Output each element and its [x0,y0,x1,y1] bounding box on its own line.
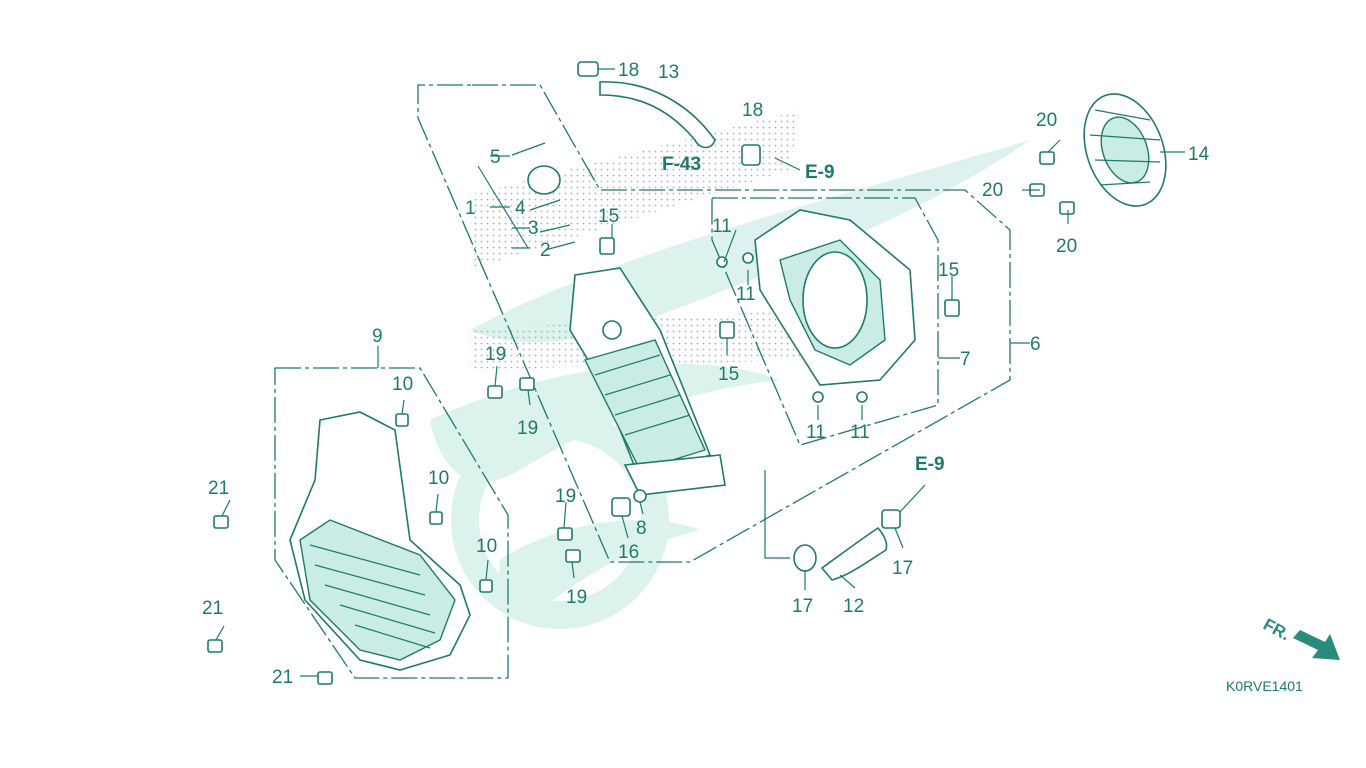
ref-f43: F-43 [662,154,701,175]
callout-11: 11 [850,422,870,443]
callout-20: 20 [1036,110,1057,131]
callout-8: 8 [636,518,647,539]
group-boundaries [274,84,1011,679]
callout-18: 18 [742,100,763,121]
callout-19: 19 [555,486,576,507]
callout-13: 13 [658,62,679,83]
callout-15: 15 [938,260,959,281]
callout-10: 10 [476,536,497,557]
callout-21: 21 [272,667,293,688]
leader-lines [215,68,1185,677]
callout-19: 19 [566,587,587,608]
callout-6: 6 [1030,334,1041,355]
callout-19: 19 [517,418,538,439]
callout-11: 11 [712,216,732,237]
ref-e9-lower: E-9 [915,454,945,475]
callout-1: 1 [465,198,476,219]
callout-5: 5 [490,147,501,168]
cooling-fan-part [1083,93,1167,207]
cap-assembly-part [511,142,960,339]
upper-hose-part [577,61,761,166]
side-cover-part [289,411,471,671]
callout-17: 17 [792,596,813,617]
callout-7: 7 [960,349,971,370]
lower-hose-part [793,509,901,581]
callout-10: 10 [392,374,413,395]
callout-19: 19 [485,344,506,365]
callout-20: 20 [1056,236,1077,257]
callout-4: 4 [515,198,526,219]
callout-15: 15 [718,364,739,385]
callout-9: 9 [372,326,383,347]
callout-3: 3 [528,218,539,239]
callout-21: 21 [208,478,229,499]
front-direction-arrow: FR. [1260,615,1340,660]
callout-2: 2 [540,240,551,261]
callout-14: 14 [1188,144,1210,165]
callout-11: 11 [806,422,826,443]
callout-12: 12 [843,596,864,617]
fr-label: FR. [1260,615,1293,645]
callout-21: 21 [202,598,223,619]
callout-10: 10 [428,468,449,489]
callout-16: 16 [618,542,639,563]
callout-17: 17 [892,558,913,579]
callout-15: 15 [598,206,619,227]
callout-11: 11 [736,284,756,305]
shroud-part [754,209,916,386]
drawing-code: K0RVE1401 [1226,678,1303,694]
callout-20: 20 [982,180,1003,201]
ref-e9-upper: E-9 [805,162,835,183]
radiator-part [569,267,726,496]
callout-labels: 18 13 18 5 1 4 3 2 15 11 11 15 15 7 6 11… [202,60,1210,688]
callout-18: 18 [618,60,639,81]
